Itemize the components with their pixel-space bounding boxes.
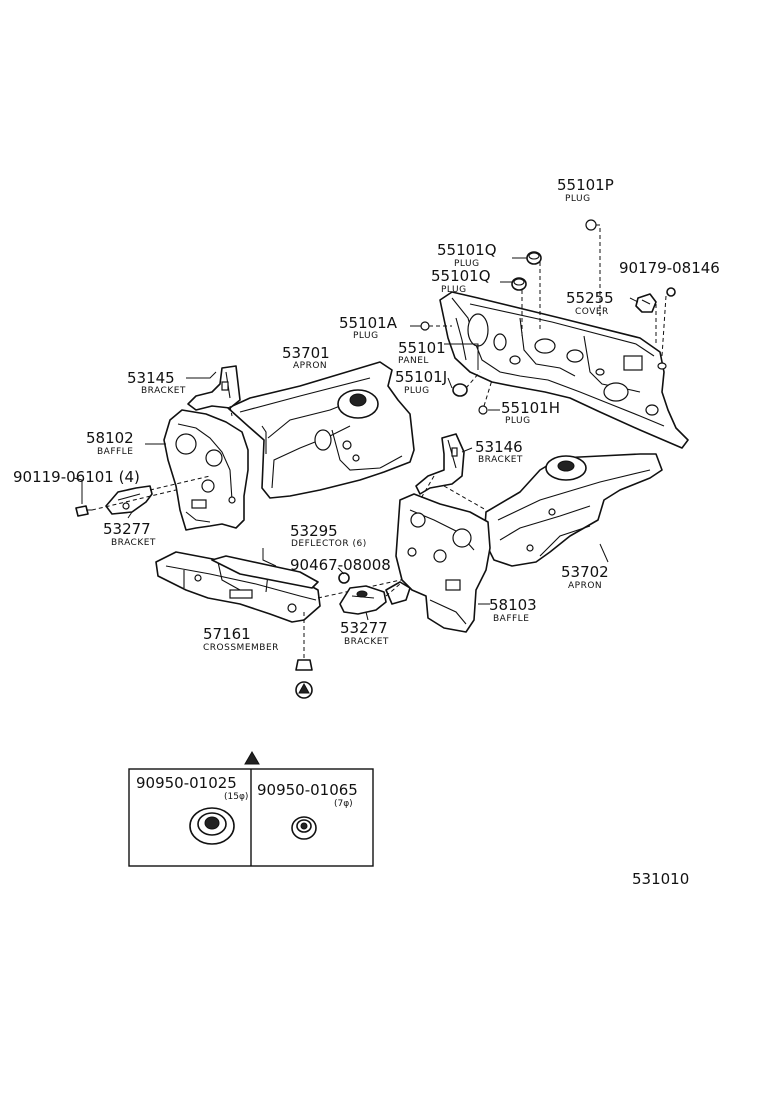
labels: 55101P PLUG 55101Q PLUG 55101Q PLUG 9017…: [13, 176, 720, 888]
part-name-55101Q-a: PLUG: [454, 259, 480, 269]
bolt-90467-drawing: [338, 572, 350, 584]
legend-number-right: 90950-01065: [257, 781, 358, 799]
part-name-53702: APRON: [568, 581, 602, 591]
plug-55101A-drawing: [420, 321, 430, 331]
legend-size-left: (15φ): [224, 792, 248, 802]
panel-leader-lines: [410, 224, 667, 411]
part-number-90119-06101: 90119-06101 (4): [13, 468, 140, 486]
left-leader-lines: [73, 371, 233, 519]
part-number-55101P: 55101P: [557, 176, 614, 194]
part-name-58103: BAFFLE: [493, 614, 529, 624]
part-name-55101H: PLUG: [505, 416, 531, 426]
bracket-53146-drawing: [415, 433, 465, 495]
part-name-55101: PANEL: [398, 356, 429, 366]
part-number-53146: 53146: [475, 438, 523, 456]
part-number-53145: 53145: [127, 369, 175, 387]
part-name-53277-right: BRACKET: [344, 637, 389, 647]
bolt-90179-drawing: [666, 287, 676, 297]
part-number-55101Q-a: 55101Q: [437, 241, 497, 259]
part-number-58102: 58102: [86, 429, 134, 447]
grommet-15-drawing: [189, 807, 235, 845]
baffle-58103-drawing: [385, 493, 491, 633]
part-name-53146: BRACKET: [478, 455, 523, 465]
part-number-57161: 57161: [203, 625, 251, 643]
legend-size-right: (7φ): [334, 799, 353, 809]
part-name-53145: BRACKET: [141, 386, 186, 396]
part-name-55101A: PLUG: [353, 331, 379, 341]
crossmember-57161-drawing: [155, 551, 321, 623]
part-number-55101J: 55101J: [395, 368, 447, 386]
part-name-55101J: PLUG: [404, 386, 430, 396]
part-number-55101Q-b: 55101Q: [431, 267, 491, 285]
part-number-58103: 58103: [489, 596, 537, 614]
part-number-53702: 53702: [561, 563, 609, 581]
part-name-57161: CROSSMEMBER: [203, 643, 279, 653]
part-name-53277-left: BRACKET: [111, 538, 156, 548]
plug-55101Q-b-drawing: [511, 277, 527, 291]
legend-box: [128, 751, 374, 867]
part-number-55255: 55255: [566, 289, 614, 307]
part-number-90179-08146: 90179-08146: [619, 259, 720, 277]
part-number-53277-right: 53277: [340, 619, 388, 637]
triangle-marker-icon: [244, 751, 260, 765]
part-name-55255: COVER: [575, 307, 609, 317]
part-number-55101H: 55101H: [501, 399, 560, 417]
plug-55101Q-a-drawing: [526, 251, 542, 265]
part-name-58102: BAFFLE: [97, 447, 133, 457]
legend-number-left: 90950-01025: [136, 774, 237, 792]
part-number-55101A: 55101A: [339, 314, 398, 332]
bracket-53277-left-drawing: [105, 485, 153, 515]
plug-55101J-drawing: [452, 383, 468, 397]
bracket-53277-right-drawing: [339, 585, 387, 615]
part-number-55101: 55101: [398, 339, 446, 357]
grommet-7-drawing: [291, 816, 317, 840]
part-number-90467-08008: 90467-08008: [290, 556, 391, 574]
cover-55255-drawing: [635, 293, 657, 313]
right-leader-lines: [365, 447, 609, 621]
baffle-58102-drawing: [163, 409, 249, 531]
plug-55101H-drawing: [478, 405, 488, 415]
apron-53702-drawing: [483, 453, 663, 567]
bracket-53145-drawing: [187, 365, 241, 411]
part-number-53701: 53701: [282, 344, 330, 362]
part-number-53295: 53295: [290, 522, 338, 540]
part-name-55101Q-b: PLUG: [441, 285, 467, 295]
plug-55101P-drawing: [585, 219, 597, 231]
figure-code: 531010: [632, 870, 689, 888]
part-name-53295: DEFLECTOR (6): [291, 539, 367, 549]
bolt-90119-drawing: [75, 505, 92, 517]
apron-53701-drawing: [227, 361, 415, 499]
part-name-53701: APRON: [293, 361, 327, 371]
deflector-53295-drawing: [211, 555, 319, 589]
part-number-53277-left: 53277: [103, 520, 151, 538]
part-name-55101P: PLUG: [565, 194, 591, 204]
dash-panel-drawing: [439, 291, 689, 449]
crossmember-leaders: [262, 548, 411, 699]
